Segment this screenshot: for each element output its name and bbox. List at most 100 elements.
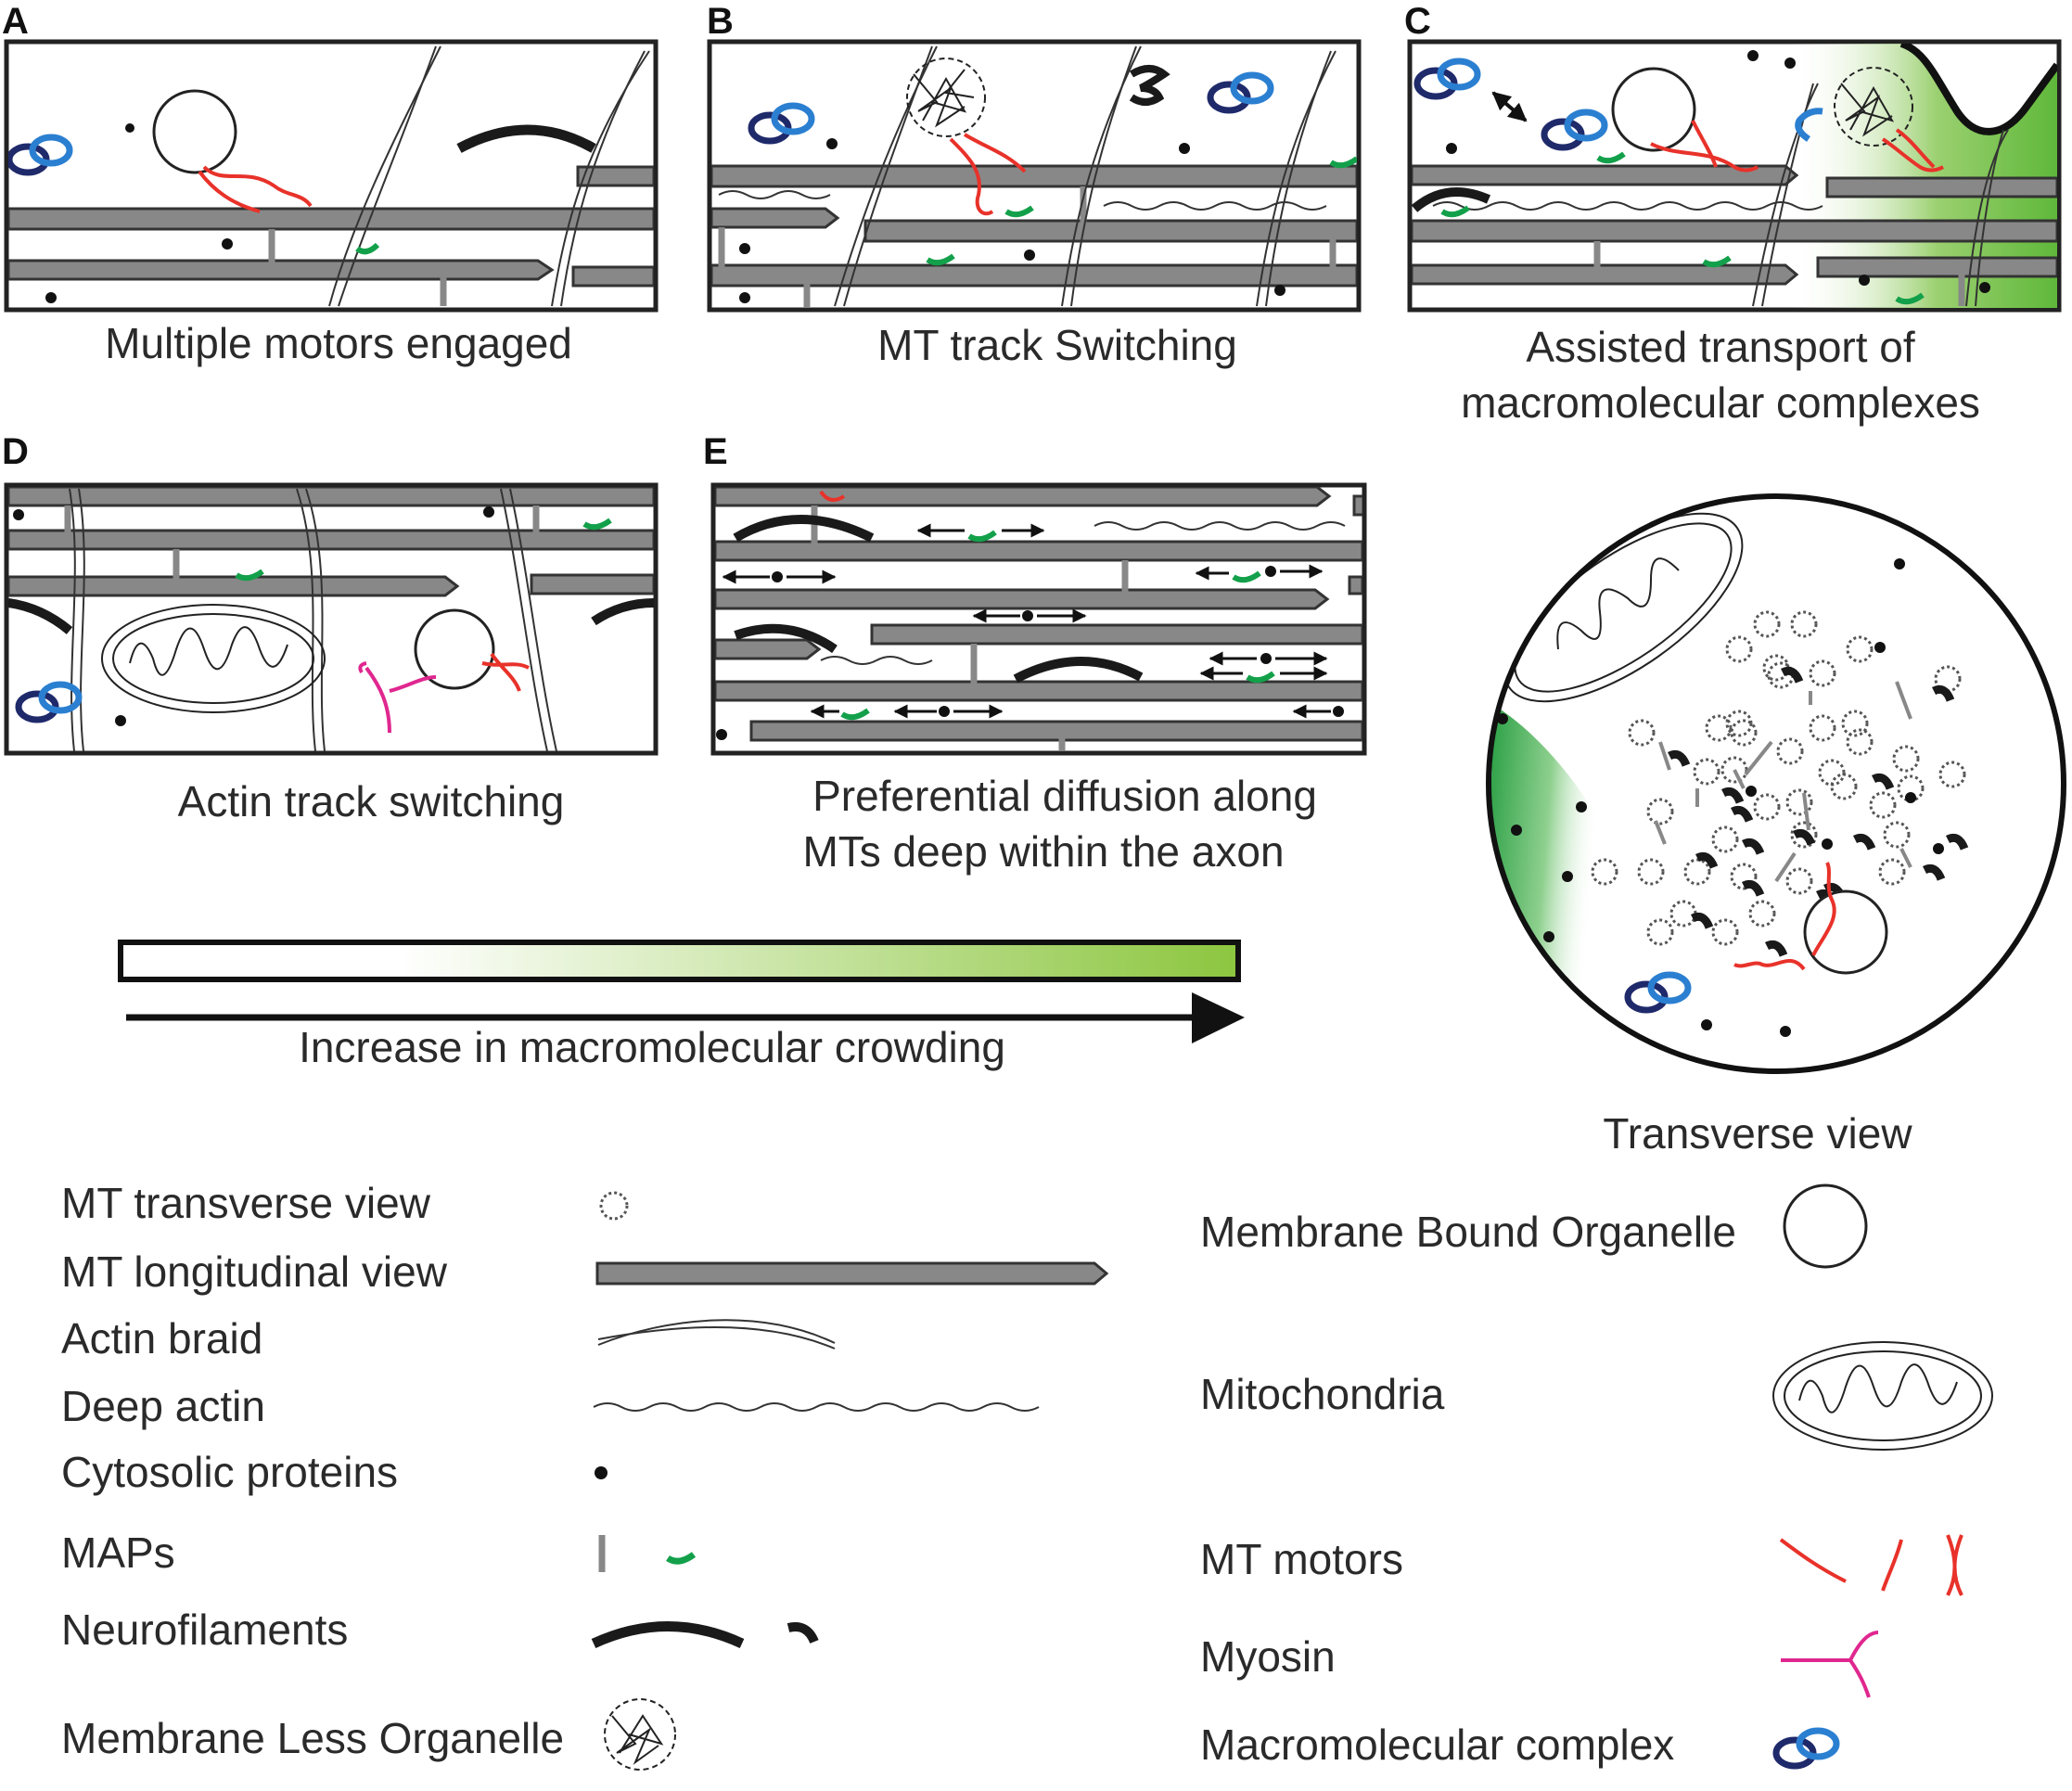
panel-letter-d: D: [2, 431, 29, 472]
mt-transverse: [1646, 918, 1674, 946]
mt-longitudinal-icon: [595, 1261, 1109, 1286]
mt-transverse: [1785, 867, 1813, 895]
membrane-less-organelle: [1834, 67, 1913, 147]
mt-long: [1816, 256, 2057, 278]
cytosolic-protein: [716, 729, 727, 740]
actin-braid: [560, 50, 646, 307]
cytosolic-protein: [826, 138, 838, 149]
actin-braid: [78, 488, 85, 751]
mt-transverse: [1705, 714, 1733, 742]
mt-long: [1412, 164, 1799, 186]
mt-long: [715, 487, 1332, 507]
deep-actin: [1432, 201, 1823, 211]
mt-transverse: [1591, 858, 1618, 886]
macromolecular-complex: [1795, 108, 1823, 142]
cytosolic-protein-group: [1497, 558, 1993, 1037]
mt-long: [571, 265, 654, 288]
map-green: [1895, 292, 1925, 305]
mt-long: [576, 165, 654, 187]
mt-transverse: [1720, 756, 1748, 784]
axon-cross-section: [1486, 493, 2066, 1074]
mt-transverse: [1878, 858, 1906, 886]
cytosolic-protein: [739, 292, 750, 303]
panel-a: A Multiple motors engag: [2, 1, 659, 367]
mt-long: [715, 540, 1362, 562]
panel-letter-e: E: [703, 431, 728, 472]
mt-transverse: [1846, 635, 1874, 663]
mt-transverse: [1892, 745, 1920, 773]
legend-maps-label: MAPs: [61, 1529, 175, 1577]
neurofilament-icon: [591, 1621, 745, 1648]
diffusion-arrow: [1195, 564, 1324, 583]
mt-transverse: [1711, 825, 1739, 853]
membrane-bound-organelle: [1611, 67, 1696, 152]
mt-motor: [1650, 142, 1759, 173]
actin-braid: [296, 488, 316, 751]
panel-d: D: [2, 431, 659, 825]
mt-transverse: [1637, 858, 1665, 886]
mt-transverse: [1776, 737, 1804, 765]
mt-transverse: [1628, 719, 1656, 747]
actin-braid: [1265, 50, 1332, 307]
diffusion-arrow: [722, 569, 837, 584]
transverse-view-label: Transverse view: [1603, 1109, 1912, 1158]
legend-right: Membrane Bound Organelle Mitochondria MT…: [1200, 1183, 1993, 1770]
cytosolic-protein: [739, 243, 750, 254]
diffusion-arrow: [1199, 651, 1328, 684]
macromolecular-complex: [1624, 971, 1692, 1014]
mt-long: [749, 720, 1362, 742]
mt-transverse: [1809, 659, 1836, 687]
map-green: [235, 569, 264, 582]
actin-braid-icon: [597, 1319, 836, 1350]
neurofilament-short-icon: [787, 1622, 819, 1644]
deep-actin: [820, 656, 933, 665]
macromolecular-complex: [748, 102, 815, 145]
mt-long: [8, 529, 654, 551]
cytosolic-protein: [222, 238, 233, 249]
diffusion-arrow: [810, 704, 1004, 721]
neurofilament: [456, 124, 596, 153]
macromolecular-complex: [8, 134, 73, 176]
macromolecular-complex: [1541, 109, 1608, 151]
map-green-icon: [666, 1552, 697, 1565]
cytosolic-protein: [1784, 58, 1796, 69]
neurofilament: [1412, 187, 1491, 212]
legend-left: MT transverse view MT longitudinal view …: [61, 1179, 1109, 1771]
mt-transverse-icon: [599, 1191, 629, 1221]
map-green: [1329, 156, 1357, 169]
legend-mt-motors-label: MT motors: [1200, 1535, 1403, 1583]
mt-transverse: [1785, 788, 1813, 816]
mt-transverse: [1938, 761, 1966, 788]
panel-letter-c: C: [1404, 1, 1431, 42]
mt-transverse: [1730, 863, 1758, 890]
mt-transverse: [1790, 821, 1818, 849]
panel-c: C: [1404, 1, 2062, 427]
map-green: [1596, 151, 1626, 164]
mt-transverse: [1725, 635, 1753, 663]
transverse-view: Transverse view: [1486, 493, 2066, 1158]
crowding-gradient-bar: [118, 940, 1241, 982]
cytosolic-protein: [115, 715, 126, 726]
diffusion-arrow: [1292, 704, 1344, 719]
legend-membrane-less-label: Membrane Less Organelle: [61, 1714, 564, 1762]
membrane-bound-organelle: [152, 89, 237, 174]
mitochondria-icon: [1772, 1341, 1993, 1451]
legend-mt-transverse-label: MT transverse view: [61, 1179, 431, 1227]
mt-motor: [1895, 128, 1936, 169]
crowding-label: Increase in macromolecular crowding: [299, 1023, 1005, 1071]
map-green: [1702, 255, 1732, 268]
mt-long: [715, 588, 1330, 610]
mt-long: [863, 219, 1357, 243]
panel-d-frame: [4, 482, 659, 756]
mt-motor: [481, 661, 530, 670]
caption-d: Actin track switching: [178, 777, 565, 825]
map-green: [926, 253, 955, 266]
cytosolic-protein-icon: [595, 1466, 608, 1479]
actin-braid: [305, 488, 326, 751]
diffusion-arrow: [972, 608, 1087, 623]
mt-long: [8, 575, 460, 597]
mt-motor: [963, 133, 1027, 173]
myosin-icon: [1781, 1631, 1879, 1698]
neurofilament: [1129, 65, 1170, 106]
map-green: [1004, 205, 1034, 218]
